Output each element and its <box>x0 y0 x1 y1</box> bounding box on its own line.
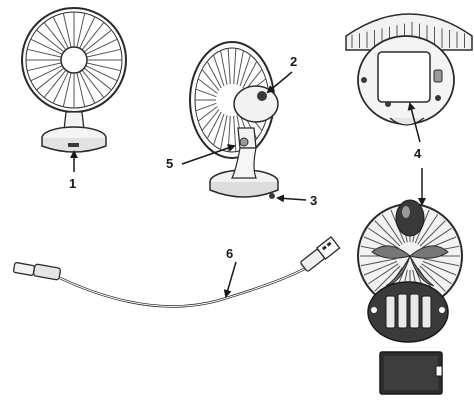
callout-4: 4 <box>407 102 426 206</box>
usb-port <box>433 69 443 83</box>
usb-plug <box>300 236 341 272</box>
fan-angled-view <box>189 41 279 199</box>
callout-6: 6 <box>223 246 237 298</box>
callout-label-4: 4 <box>414 146 422 161</box>
callout-3: 3 <box>276 193 317 208</box>
power-switch-marker <box>68 143 79 147</box>
batteries <box>385 293 432 329</box>
base-screw <box>269 193 275 199</box>
callout-1: 1 <box>69 150 78 191</box>
battery-cover <box>379 351 443 395</box>
top-knob <box>257 91 267 101</box>
callout-2: 2 <box>266 54 297 94</box>
tilt-joint <box>239 137 249 147</box>
callout-label-2: 2 <box>290 54 297 69</box>
callout-label-1: 1 <box>69 176 76 191</box>
usb-cable <box>12 236 341 308</box>
callout-label-6: 6 <box>226 246 233 261</box>
fan-front-view <box>21 7 127 153</box>
callout-label-5: 5 <box>166 156 173 171</box>
callout-label-3: 3 <box>310 193 317 208</box>
fan-front-grille <box>26 12 122 108</box>
fan-blades <box>371 245 449 287</box>
fan-battery-compartment-view <box>357 199 463 343</box>
barrel-plug <box>12 262 62 281</box>
battery-door <box>377 51 431 103</box>
fan-rear-view <box>345 13 473 126</box>
callout-5: 5 <box>166 144 236 171</box>
